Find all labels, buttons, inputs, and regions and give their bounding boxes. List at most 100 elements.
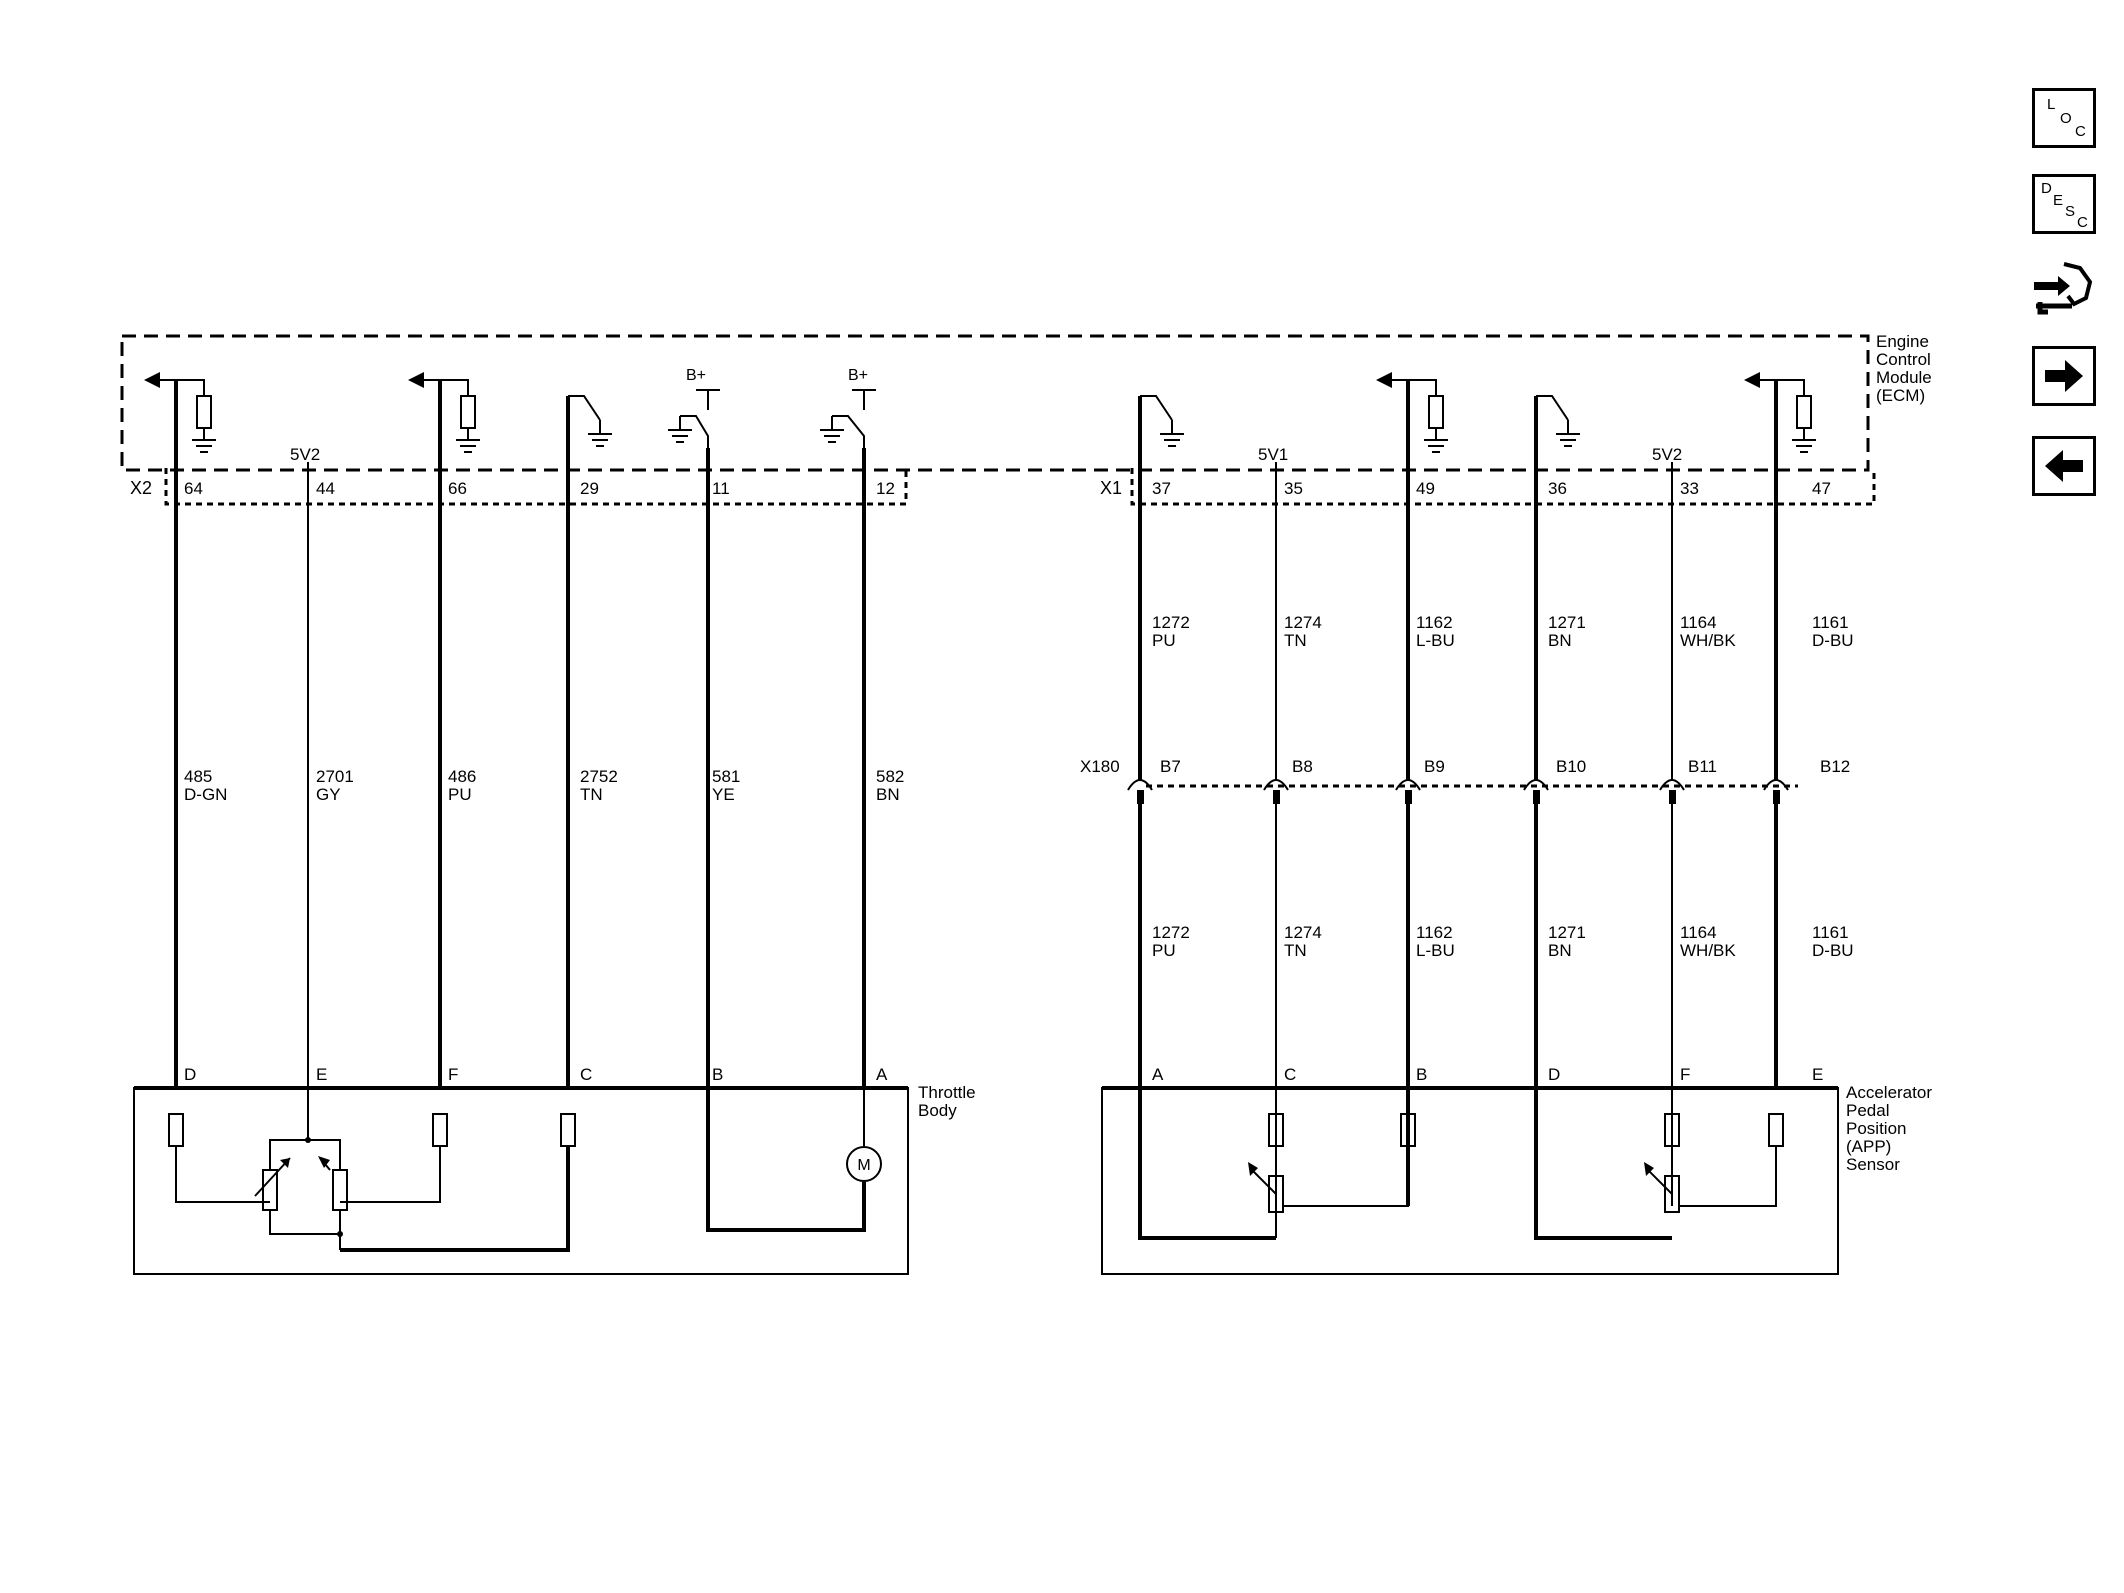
x180-pin: B10 bbox=[1556, 757, 1586, 776]
svg-text:Accelerator: Accelerator bbox=[1846, 1083, 1932, 1102]
svg-text:(APP): (APP) bbox=[1846, 1137, 1891, 1156]
ecm-ground-switch bbox=[568, 395, 612, 447]
wire-color: D-GN bbox=[184, 785, 227, 804]
wire-number: 1161 bbox=[1812, 613, 1849, 632]
component-pin: A bbox=[876, 1065, 888, 1084]
wire-number: 1274 bbox=[1284, 923, 1322, 942]
loc-letter: C bbox=[2075, 123, 2086, 140]
component-pin: D bbox=[1548, 1065, 1560, 1084]
component-pin: E bbox=[1812, 1065, 1823, 1084]
wire-color: PU bbox=[1152, 941, 1176, 960]
wire-color: PU bbox=[1152, 631, 1176, 650]
svg-text:(ECM): (ECM) bbox=[1876, 386, 1925, 405]
x180-pin: B11 bbox=[1688, 757, 1717, 776]
wire-number: 2752 bbox=[580, 767, 618, 786]
component-pin: C bbox=[580, 1065, 592, 1084]
wire-color: GY bbox=[316, 785, 341, 804]
ecm-ground-switch bbox=[1140, 395, 1184, 447]
description-button[interactable]: D E S C bbox=[2032, 174, 2096, 234]
x2-connector-label: X2 bbox=[130, 478, 152, 498]
x180-pin: B9 bbox=[1424, 757, 1445, 776]
x180-label: X180 bbox=[1080, 757, 1120, 776]
ecm-pin: 66 bbox=[448, 479, 467, 498]
wire-color: WH/BK bbox=[1680, 631, 1736, 650]
svg-text:Sensor: Sensor bbox=[1846, 1155, 1900, 1174]
wire-color: TN bbox=[580, 785, 603, 804]
wire-number: 1272 bbox=[1152, 923, 1190, 942]
wire-number: 1164 bbox=[1680, 923, 1717, 942]
ecm-motor-driver: B+ bbox=[668, 367, 720, 448]
connector-repair-icon[interactable] bbox=[2028, 254, 2100, 326]
wire-number: 1271 bbox=[1548, 923, 1586, 942]
svg-text:Body: Body bbox=[918, 1101, 957, 1120]
wire-color: PU bbox=[448, 785, 472, 804]
ecm-pin: 44 bbox=[316, 479, 335, 498]
wire-color: D-BU bbox=[1812, 631, 1854, 650]
component-pin: B bbox=[1416, 1065, 1427, 1084]
ecm-outline bbox=[120, 334, 1870, 472]
ecm-pin: 47 bbox=[1812, 479, 1831, 498]
ecm-pin: 49 bbox=[1416, 479, 1435, 498]
x1-connector-label: X1 bbox=[1100, 478, 1122, 498]
b-plus-label: B+ bbox=[686, 367, 706, 384]
svg-text:Engine: Engine bbox=[1876, 332, 1929, 351]
wire-number: 486 bbox=[448, 767, 476, 786]
wire-color: TN bbox=[1284, 941, 1307, 960]
throttle-body: Throttle Body M bbox=[133, 1083, 976, 1275]
component-pin: E bbox=[316, 1065, 327, 1084]
component-pin: B bbox=[712, 1065, 723, 1084]
desc-letter: C bbox=[2077, 214, 2088, 231]
ref-voltage-label: 5V2 bbox=[290, 445, 320, 464]
ecm-motor-driver: B+ bbox=[820, 367, 876, 448]
ecm-signal-circuit bbox=[408, 372, 480, 453]
wire-color: WH/BK bbox=[1680, 941, 1736, 960]
svg-text:Module: Module bbox=[1876, 368, 1932, 387]
component-pin: F bbox=[448, 1065, 458, 1084]
wire-number: 1274 bbox=[1284, 613, 1322, 632]
loc-letter: L bbox=[2047, 96, 2056, 113]
x2-connector-box bbox=[164, 468, 908, 506]
wire-color: TN bbox=[1284, 631, 1307, 650]
arrow-left-icon bbox=[2045, 450, 2083, 482]
wire-color: L-BU bbox=[1416, 631, 1455, 650]
wire-color: BN bbox=[1548, 631, 1572, 650]
x180-pin: B8 bbox=[1292, 757, 1313, 776]
component-pin: F bbox=[1680, 1065, 1690, 1084]
x180-pin: B12 bbox=[1820, 757, 1850, 776]
ecm-pin: 35 bbox=[1284, 479, 1303, 498]
wire-number: 582 bbox=[876, 767, 904, 786]
location-button[interactable]: L O C bbox=[2032, 88, 2096, 148]
app-wires-lower bbox=[1138, 804, 1778, 1240]
component-pin: C bbox=[1284, 1065, 1296, 1084]
wire-number: 485 bbox=[184, 767, 212, 786]
svg-text:Throttle: Throttle bbox=[918, 1083, 976, 1102]
ecm-label: Engine Control Module (ECM) bbox=[1876, 332, 1932, 405]
ecm-ground-switch bbox=[1536, 395, 1580, 447]
wire-number: 581 bbox=[712, 767, 740, 786]
b-plus-label: B+ bbox=[848, 367, 868, 384]
wire-number: 1162 bbox=[1416, 923, 1453, 942]
svg-text:Control: Control bbox=[1876, 350, 1931, 369]
wire-color: L-BU bbox=[1416, 941, 1455, 960]
motor-label: M bbox=[857, 1157, 870, 1174]
component-pin-letters: D E F C B A A C B D F E bbox=[184, 1065, 1823, 1084]
x180-pin: B7 bbox=[1160, 757, 1181, 776]
ecm-pin: 36 bbox=[1548, 479, 1567, 498]
wire-color: D-BU bbox=[1812, 941, 1854, 960]
motor-symbol bbox=[846, 1146, 882, 1182]
ref-voltage-label: 5V1 bbox=[1258, 445, 1288, 464]
component-pin: D bbox=[184, 1065, 196, 1084]
ecm-signal-circuit bbox=[1376, 372, 1448, 453]
wire-color: BN bbox=[876, 785, 900, 804]
previous-button[interactable] bbox=[2032, 436, 2096, 496]
ecm-pin: 64 bbox=[184, 479, 203, 498]
next-button[interactable] bbox=[2032, 346, 2096, 406]
wire-number: 1271 bbox=[1548, 613, 1586, 632]
desc-letter: S bbox=[2065, 203, 2076, 220]
arrow-right-icon bbox=[2045, 360, 2083, 392]
x180-connector: X180 B7 B8 B9 B10 B11 B12 bbox=[1080, 757, 1850, 804]
wire-number: 1162 bbox=[1416, 613, 1453, 632]
